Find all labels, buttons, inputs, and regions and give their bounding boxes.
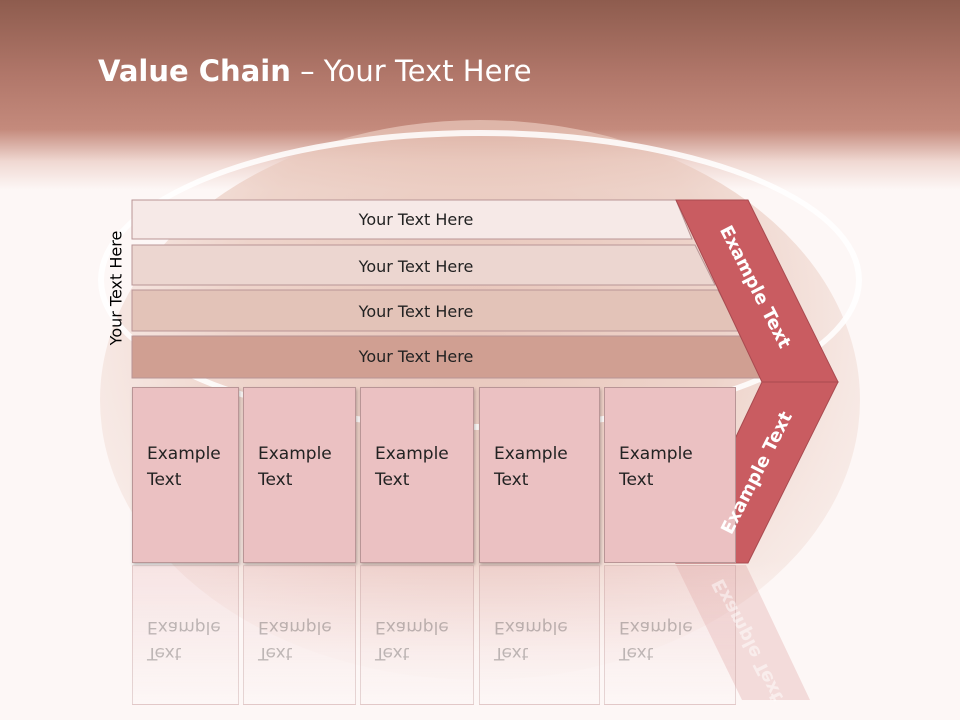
bottom-fade <box>0 560 960 720</box>
bar-3-label: Your Text Here <box>358 302 474 321</box>
bar-2 <box>131 244 716 286</box>
box-4-line1: Example <box>494 444 568 464</box>
bar-1 <box>131 199 693 240</box>
box-1-line1: Example <box>147 444 221 464</box>
title-rest: – Your Text Here <box>290 54 532 88</box>
slide-title: Value Chain – Your Text Here <box>98 54 532 88</box>
bar-4-label: Your Text Here <box>358 347 474 366</box>
bar-1-label: Your Text Here <box>358 210 474 229</box>
box-2-line1: Example <box>258 444 332 464</box>
box-4-line2: Text <box>494 470 529 490</box>
box-3-line2: Text <box>375 470 410 490</box>
box-2-line2: Text <box>258 470 293 490</box>
box-5-line1: Example <box>619 444 693 464</box>
box-1-line2: Text <box>147 470 182 490</box>
box-5-line2: Text <box>619 470 654 490</box>
bar-2-label: Your Text Here <box>358 257 474 276</box>
title-bold: Value Chain <box>98 54 291 88</box>
box-3-line1: Example <box>375 444 449 464</box>
chevron-reflection <box>676 565 810 700</box>
